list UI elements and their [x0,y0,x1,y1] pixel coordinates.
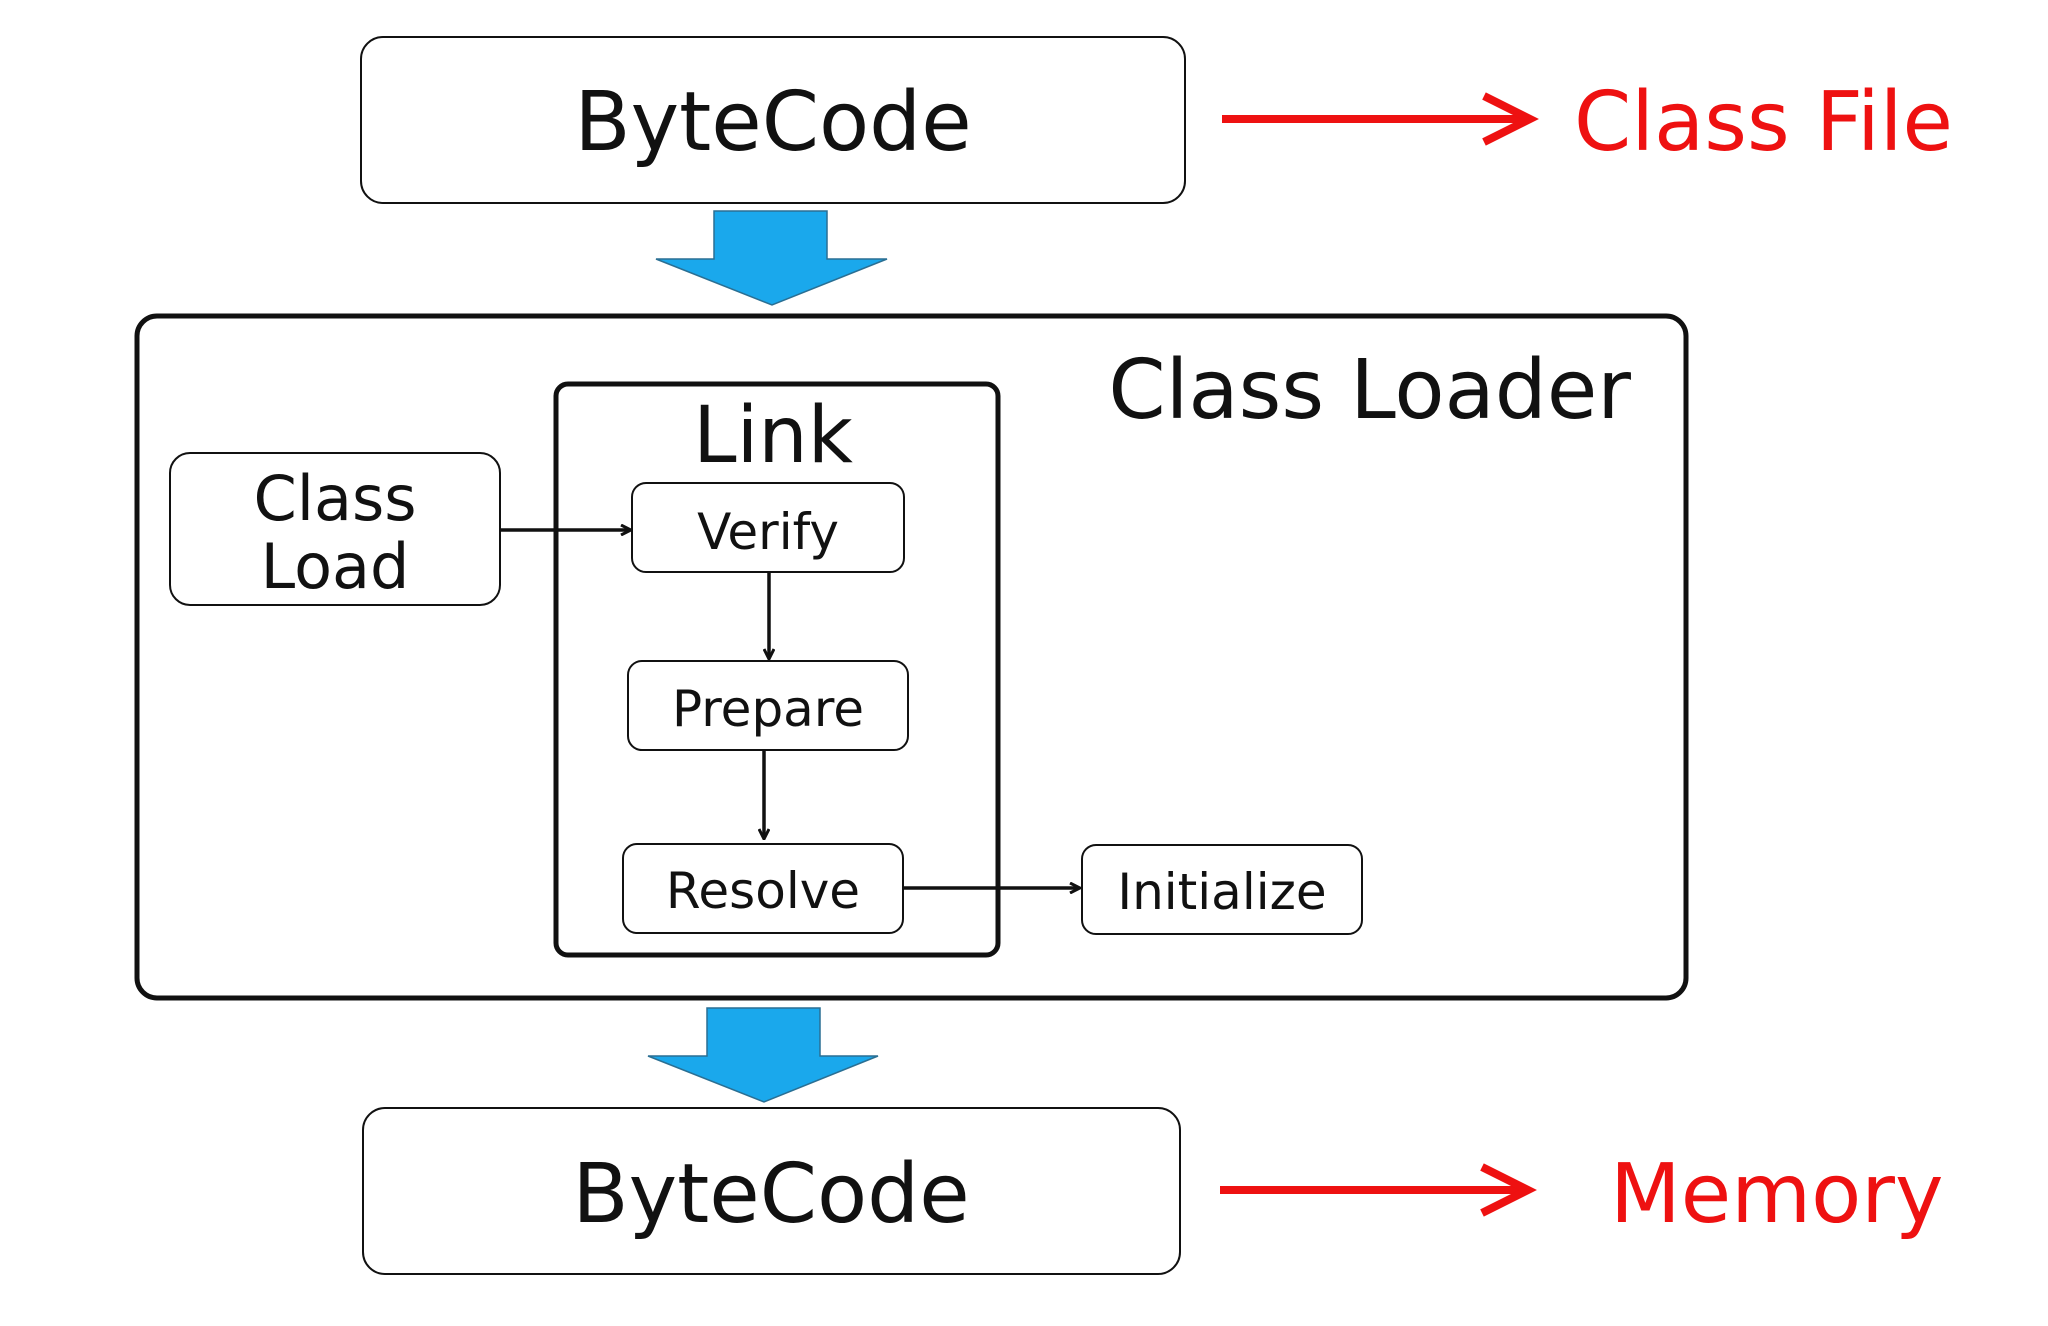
class-loader-container: Class Loader Class Load Link Verify Prep… [134,313,1689,1001]
class-load-line1: Class [253,462,416,535]
top-bytecode-label: ByteCode [574,75,971,170]
down-flow-arrow-bottom [647,1007,879,1103]
class-file-arrowhead [1482,92,1539,146]
prepare-label: Prepare [672,680,864,738]
memory-label: Memory [1610,1147,1944,1242]
resolve-label: Resolve [666,862,860,920]
bottom-bytecode-box: ByteCode [362,1107,1181,1275]
class-file-label: Class File [1574,75,1953,170]
bottom-bytecode-frame [362,1107,1181,1275]
link-title: Link [693,391,853,481]
class-load-line2: Load [261,530,410,603]
memory-arrowhead [1480,1163,1537,1217]
class-file-pointer: Class File [1222,75,1953,170]
verify-label: Verify [697,503,839,561]
memory-pointer: Memory [1220,1147,1944,1242]
initialize-label: Initialize [1117,863,1326,921]
class-loader-title: Class Loader [1108,343,1631,438]
down-flow-arrow-top [655,210,888,306]
initialize-box [1081,844,1363,935]
top-bytecode-box: ByteCode [360,36,1186,204]
prepare-box [627,660,909,751]
bottom-bytecode-label: ByteCode [572,1147,969,1242]
top-bytecode-frame [360,36,1186,204]
